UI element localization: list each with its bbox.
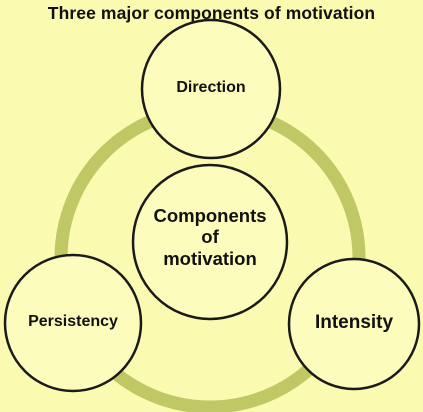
persistency-circle <box>3 253 143 393</box>
diagram-title: Three major components of motivation <box>47 3 376 23</box>
center-label-line-3: motivation <box>163 247 257 269</box>
direction-label: Direction <box>176 79 246 96</box>
persistency-label: Persistency <box>28 313 118 330</box>
intensity-circle <box>287 257 421 391</box>
center-label-line-2: of <box>201 226 219 248</box>
center-circle <box>131 163 289 321</box>
center-label: Components of motivation <box>140 205 280 269</box>
intensity-label: Intensity <box>314 312 394 333</box>
direction-circle <box>140 18 282 160</box>
center-label-line-1: Components <box>153 205 267 226</box>
